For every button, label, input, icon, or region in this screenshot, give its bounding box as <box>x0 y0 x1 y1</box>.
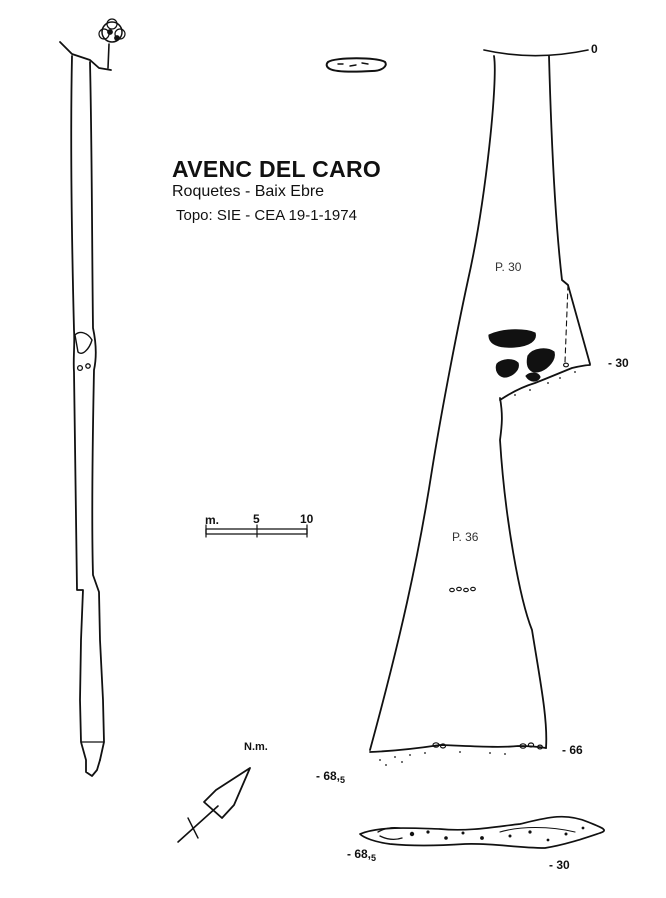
plan-label-right: - 30 <box>549 858 570 872</box>
section-floor <box>369 744 547 753</box>
section-wall-left <box>369 55 496 751</box>
pitch-label-lower: P. 36 <box>452 530 479 544</box>
depth-label-floor-left: - 68,5 <box>316 769 346 785</box>
section-ledge <box>499 364 591 401</box>
depth-label-floor-right: - 66 <box>562 743 583 757</box>
boulders-icon <box>488 329 555 382</box>
profile-wall-left <box>70 55 101 777</box>
pitch-label-upper: P. 30 <box>495 260 522 274</box>
scale-label-end: 10 <box>300 512 314 526</box>
longitudinal-profile <box>59 18 126 777</box>
survey-credit: Topo: SIE - CEA 19-1-1974 <box>176 207 357 224</box>
tree-icon <box>98 18 126 69</box>
section-wall-right <box>548 55 591 365</box>
survey-location: Roquetes - Baix Ebre <box>172 183 325 200</box>
main-cross-section <box>369 49 591 766</box>
depth-label-shelf: - 30 <box>608 356 629 370</box>
scale-label-mid: 5 <box>253 512 260 526</box>
north-label: N.m. <box>244 741 268 753</box>
scale-label-unit: m. <box>205 513 220 527</box>
north-arrow-icon <box>177 767 251 843</box>
survey-title: AVENC DEL CARO <box>172 156 382 182</box>
floor-plan <box>359 815 605 849</box>
floor-pebbles <box>432 362 569 750</box>
entrance-plan <box>325 57 387 73</box>
scale-bar <box>205 524 308 538</box>
floor-debris-dots <box>379 371 576 766</box>
plan-label-left: - 68,5 <box>347 847 377 863</box>
depth-label-surface: 0 <box>591 42 598 56</box>
profile-wall-right <box>89 61 105 761</box>
